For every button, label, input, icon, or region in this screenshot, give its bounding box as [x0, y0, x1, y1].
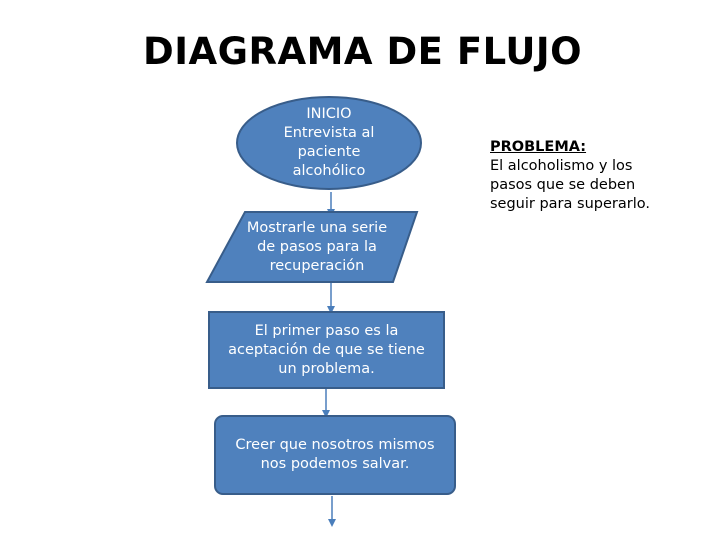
input-label: Mostrarle una serie de pasos para la rec… [246, 219, 388, 274]
step2-label: Creer que nosotros mismos nos podemos sa… [235, 437, 435, 472]
step1-rect [208, 311, 445, 389]
problem-text: El alcoholismo y los pasos que se deben … [490, 158, 650, 212]
start-label: INICIO Entrevista al paciente alcohólico [283, 106, 375, 179]
diagram-title: DIAGRAMA DE FLUJO [143, 30, 583, 73]
step2-rect [214, 415, 456, 495]
problem-heading: PROBLEMA: [490, 139, 587, 155]
input-parallelogram [205, 211, 419, 283]
start-ellipse [236, 96, 422, 190]
problem-statement: PROBLEMA: El alcoholismo y los pasos que… [490, 138, 690, 214]
step1-label: El primer paso es la aceptación de que s… [228, 322, 425, 377]
